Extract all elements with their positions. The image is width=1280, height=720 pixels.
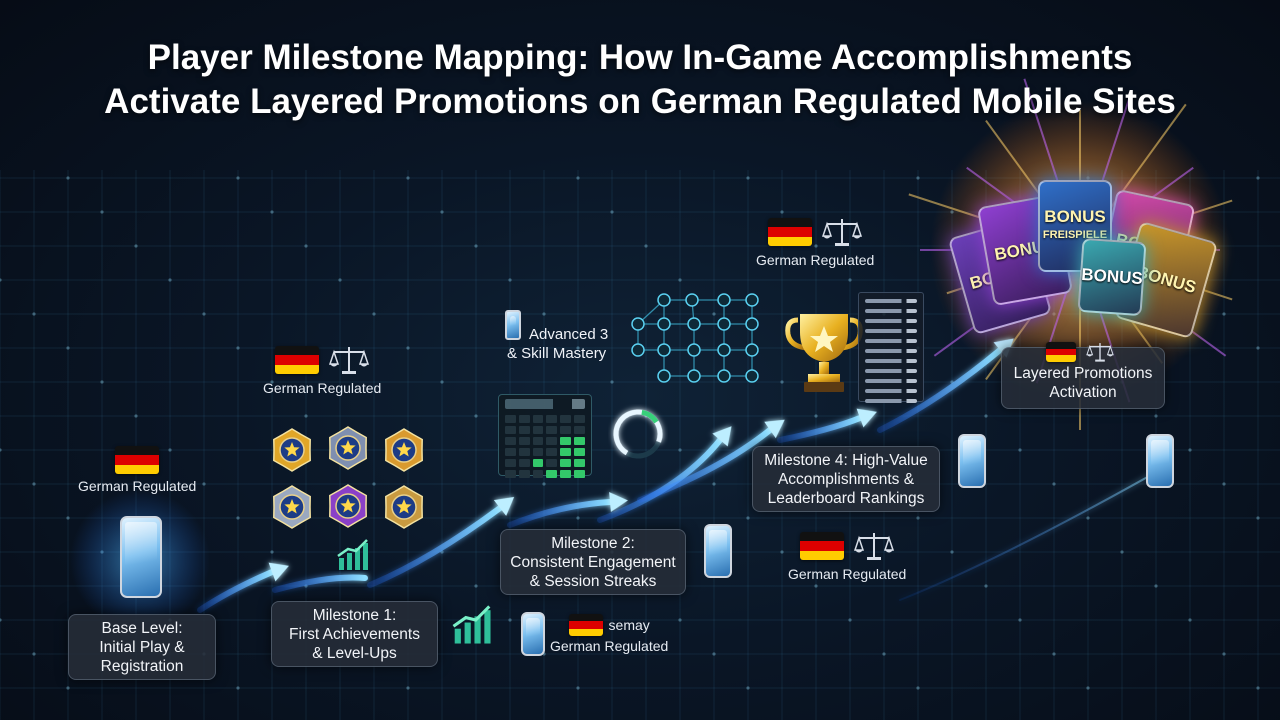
stray-label: semay [608,617,650,633]
phone-icon-right-1 [958,434,986,488]
scales-of-justice-icon [822,219,863,246]
achievement-badge-icon [385,485,423,529]
bonus-card-text: BONUS [1044,207,1106,226]
achievement-badge-icon [273,485,311,529]
german-flag-icon [768,218,813,246]
phone-icon-right-2 [1146,434,1174,488]
bonus-card: BONUS [1077,237,1147,317]
german-flag-icon [115,446,160,474]
phone-icon-regulated [521,612,545,656]
stage-layered-line-2: Activation [1049,384,1117,401]
stage-box-base-level: Base Level: Initial Play & Registration [68,614,216,680]
achievement-badge-icon [385,428,423,472]
stage-m4-line-2: Accomplishments & [777,470,915,488]
stage-m4-line-3: Leaderboard Rankings [767,489,925,507]
stage-m2-line-3: & Session Streaks [529,572,657,590]
skill-network-icon [631,293,759,383]
stage-m1-line-3: & Level-Ups [312,644,397,662]
german-flag-icon [800,532,845,560]
regulation-label: German Regulated [263,380,382,396]
page-title-line-1: Player Milestone Mapping: How In-Game Ac… [147,38,1133,77]
german-flag-icon [1046,342,1076,362]
stage-m1-line-1: Milestone 1: [312,606,397,624]
bonus-card-text: BONUS [1080,264,1144,289]
stage-box-layered-promotions: Layered Promotions Activation [1001,347,1165,409]
stage-base-line-1: Base Level: [101,619,183,637]
phone-icon-milestone-2 [704,524,732,578]
achievement-badge-icon [329,426,367,470]
regulation-badge-1: German Regulated [78,446,196,494]
regulation-badge-2: German Regulated [263,344,381,396]
achievement-badge-icon [273,428,311,472]
regulation-label: German Regulated [550,638,669,654]
leaderboard-panel [858,292,924,403]
stage-box-milestone-1: Milestone 1: First Achievements & Level-… [271,601,438,667]
streak-calendar-widget [498,394,592,478]
scales-of-justice-icon [854,533,895,560]
regulation-label: German Regulated [78,478,197,494]
stage-m2-line-2: Consistent Engagement [510,553,676,571]
scales-of-justice-icon [329,347,370,374]
phone-icon-advanced [505,310,521,340]
stage-adv-line-2: & Skill Mastery [507,345,607,362]
layered-regulation-icons [1046,341,1114,363]
trophy-icon [785,314,863,392]
regulation-label: German Regulated [788,566,907,582]
regulation-badge-4: German Regulated [788,530,906,582]
stage-base-line-2: Initial Play & [99,638,185,656]
stage-box-milestone-2: Milestone 2: Consistent Engagement & Ses… [500,529,686,595]
stage-m1-line-2: First Achievements [289,625,420,643]
page-title-line-2: Activate Layered Promotions on German Re… [104,82,1176,121]
stage-advanced-3-label: Advanced 3 & Skill Mastery [507,325,608,363]
growth-chart-icon [337,539,368,570]
achievement-badge-icon [329,484,367,528]
page-title: Player Milestone Mapping: How In-Game Ac… [0,36,1280,124]
german-flag-icon [275,346,320,374]
growth-chart-icon [452,605,491,644]
regulation-badge-5: semay German Regulated [550,614,668,654]
stage-box-milestone-4: Milestone 4: High-Value Accomplishments … [752,446,940,512]
scales-of-justice-icon [1086,343,1114,362]
phone-icon-base [120,516,162,598]
german-flag-icon [568,614,603,636]
stage-layered-line-1: Layered Promotions [1013,365,1153,382]
stage-base-line-3: Registration [100,657,184,675]
stage-adv-line-1: Advanced 3 [529,326,609,343]
regulation-label: German Regulated [756,252,875,268]
progress-ring-icon [613,409,663,459]
stage-m4-line-1: Milestone 4: High-Value [764,451,928,469]
regulation-badge-3: German Regulated [756,216,874,268]
stage-m2-line-1: Milestone 2: [551,534,635,552]
